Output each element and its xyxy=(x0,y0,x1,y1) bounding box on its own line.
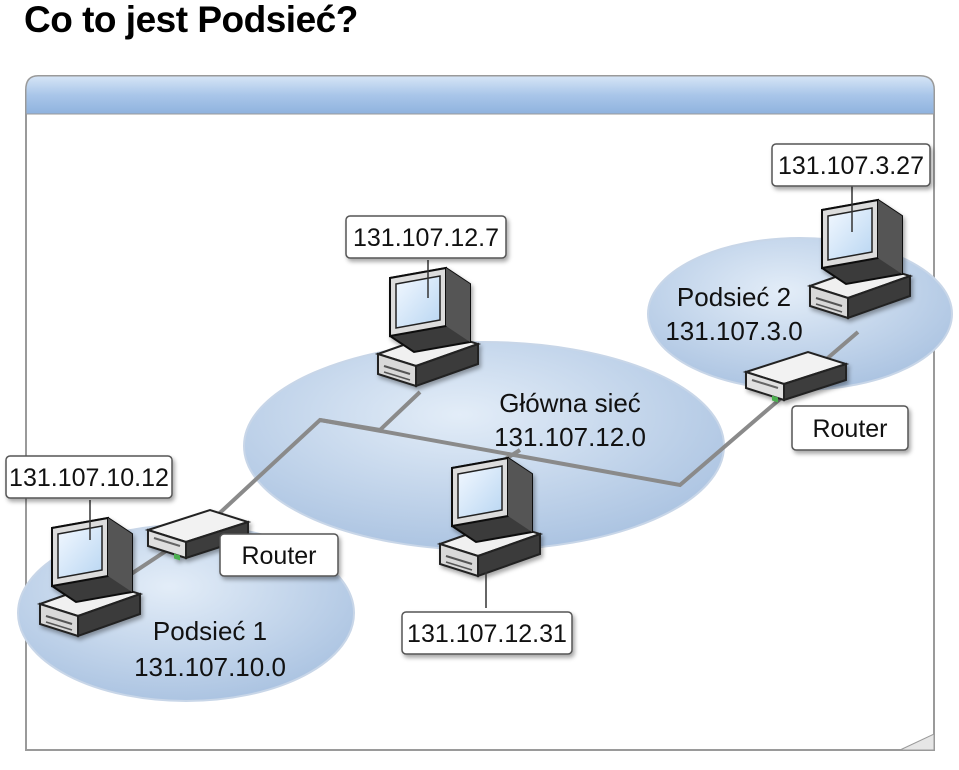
network-name: Podsieć 1 xyxy=(153,616,267,646)
subnet2-label: Podsieć 2 131.107.3.0 xyxy=(665,282,802,346)
router-name: Router xyxy=(812,415,887,443)
network-name: Podsieć 2 xyxy=(677,282,791,312)
host-address: 131.107.12.31 xyxy=(407,620,567,648)
main-network-label: Główna sieć 131.107.12.0 xyxy=(494,388,646,452)
host-label-subnet1: 131.107.10.12 xyxy=(5,455,173,499)
subnet1-label: Podsieć 1 131.107.10.0 xyxy=(134,616,286,682)
router-label-right: Router xyxy=(791,405,909,451)
host-label-subnet2: 131.107.3.27 xyxy=(771,143,931,187)
network-address: 131.107.12.0 xyxy=(494,422,646,452)
host-address: 131.107.3.27 xyxy=(778,152,924,180)
router-label-left: Router xyxy=(219,533,339,577)
network-name: Główna sieć xyxy=(499,388,641,418)
computer-icon xyxy=(809,199,911,319)
host-address: 131.107.10.12 xyxy=(9,464,169,492)
label-leaders xyxy=(89,186,853,608)
page-title: Co to jest Podsieć? xyxy=(24,0,358,40)
network-address: 131.107.3.0 xyxy=(665,316,802,346)
router-name: Router xyxy=(241,542,316,570)
network-address: 131.107.10.0 xyxy=(134,652,286,682)
host-label-main-top: 131.107.12.7 xyxy=(345,215,507,259)
host-label-main-bottom: 131.107.12.31 xyxy=(401,611,573,655)
computer-icon xyxy=(439,457,541,577)
host-address: 131.107.12.7 xyxy=(353,224,499,252)
